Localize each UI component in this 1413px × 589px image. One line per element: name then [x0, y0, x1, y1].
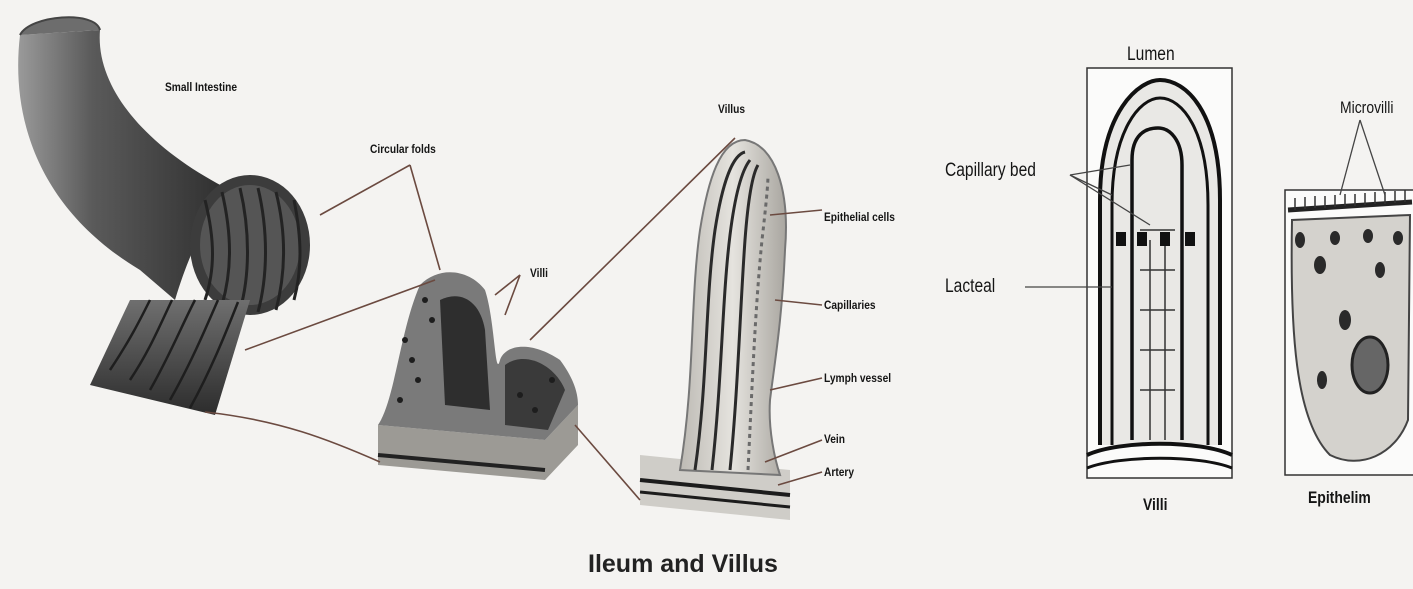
circular-folds-label: Circular folds — [370, 142, 436, 156]
lacteal-label: Lacteal — [945, 276, 995, 298]
lymph-vessel-label: Lymph vessel — [824, 371, 891, 385]
capillary-bed-label: Capillary bed — [945, 160, 1036, 182]
epithelium-caption: Epithelim — [1308, 488, 1371, 508]
villi-label: Villi — [530, 266, 548, 280]
villi-section-illustration — [1087, 68, 1232, 478]
figure-title: Ileum and Villus — [588, 550, 778, 579]
lumen-label: Lumen — [1127, 44, 1175, 66]
villi-caption: Villi — [1143, 495, 1168, 515]
small-intestine-label: Small Intestine — [165, 80, 237, 94]
microvilli-label: Microvilli — [1340, 98, 1393, 118]
capillaries-label: Capillaries — [824, 298, 876, 312]
artery-label: Artery — [824, 465, 854, 479]
small-intestine-illustration — [18, 17, 310, 415]
epithelium-illustration — [1285, 190, 1413, 475]
villus-title-label: Villus — [718, 102, 745, 116]
epithelial-cells-label: Epithelial cells — [824, 210, 895, 224]
villus-illustration — [640, 140, 790, 520]
vein-label: Vein — [824, 432, 845, 446]
villi-block-illustration — [378, 272, 578, 480]
